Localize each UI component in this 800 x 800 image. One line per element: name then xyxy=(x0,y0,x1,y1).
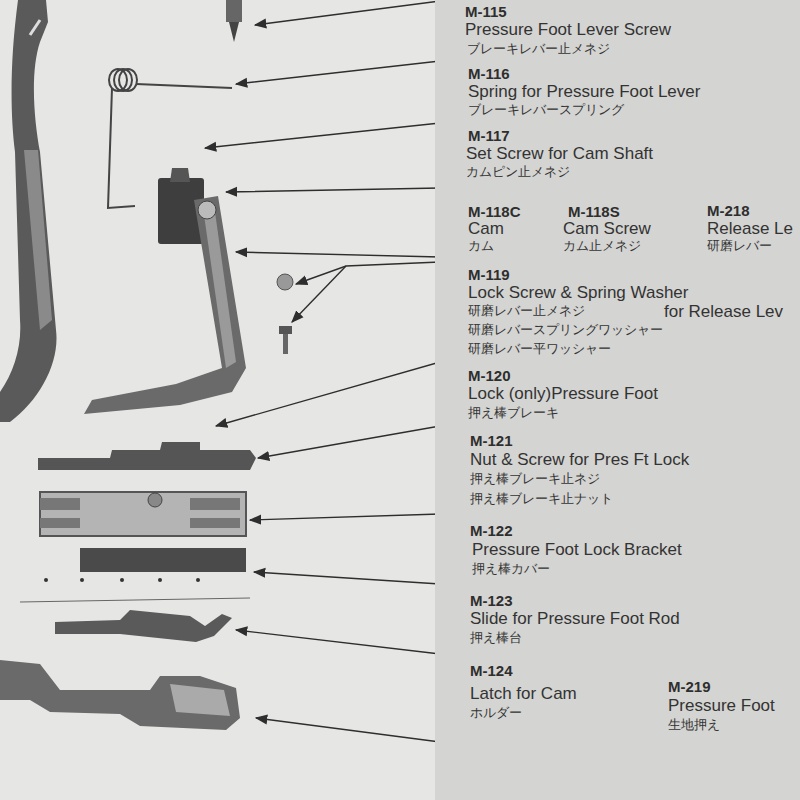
part-name: Nut & Screw for Pres Ft Lock xyxy=(470,450,689,470)
part-number: M-121 xyxy=(470,432,513,449)
parts-list-panel: M-115Pressure Foot Lever Screw ブレーキレバー止メネ… xyxy=(435,0,800,800)
japanese-part-name: ブレーキレバースプリング xyxy=(468,103,624,118)
part-number: M-119 xyxy=(468,266,510,283)
part-number: M-115 xyxy=(465,3,507,20)
part-number: M-116 xyxy=(468,65,510,82)
japanese-part-name: カム止メネジ xyxy=(563,239,641,254)
part-name: Pressure Foot Lever Screw xyxy=(465,20,671,40)
japanese-part-name: 押え棒ブレーキ止ネジ xyxy=(470,472,600,487)
part-number: M-117 xyxy=(468,127,510,144)
japanese-part-name: 押え棒ブレーキ xyxy=(468,406,559,421)
edge-line xyxy=(20,598,250,602)
slide-part xyxy=(55,610,232,642)
part-name: Lock Screw & Spring Washer xyxy=(468,283,688,303)
part-name: for Release Lev xyxy=(664,302,783,322)
bracket-slot xyxy=(190,498,240,510)
release-lever-part xyxy=(84,196,246,414)
part-number: M-123 xyxy=(470,592,513,609)
japanese-part-name: 研磨レバー止メネジ xyxy=(468,304,585,319)
part-name: Spring for Pressure Foot Lever xyxy=(468,82,700,102)
japanese-part-name: カム xyxy=(468,239,494,254)
screw-symbol xyxy=(283,334,288,354)
japanese-part-name: 押え棒台 xyxy=(470,631,522,646)
part-name: Slide for Pressure Foot Rod xyxy=(470,609,680,629)
bracket-slot xyxy=(190,518,240,528)
part-number: M-218 xyxy=(707,202,750,219)
part-number: M-118S xyxy=(568,203,620,220)
bracket-rivet xyxy=(148,493,162,507)
pivot-symbol xyxy=(198,201,216,219)
part-number: M-124 xyxy=(470,662,513,679)
lever-highlight xyxy=(204,212,236,368)
part-name: Lock (only)Pressure Foot xyxy=(468,384,658,404)
japanese-part-name: 研磨レバースプリングワッシャー xyxy=(468,323,663,338)
leader-line xyxy=(205,1,800,742)
part-name: Cam xyxy=(468,219,504,239)
washer-symbol xyxy=(277,274,293,290)
cover-part xyxy=(80,548,246,572)
japanese-part-name: 押え棒ブレーキ止ナット xyxy=(470,492,613,507)
part-number: M-120 xyxy=(468,367,511,384)
bracket-slot xyxy=(40,518,80,528)
part-number: M-118C xyxy=(468,203,521,220)
latch-part xyxy=(0,660,240,730)
screw-symbol xyxy=(229,22,239,42)
lever-highlight xyxy=(24,150,52,330)
part-name: Release Le xyxy=(707,219,793,239)
part-name: Cam Screw xyxy=(563,219,651,239)
japanese-part-name: 生地押え xyxy=(668,718,720,733)
japanese-part-name: カムピン止メネジ xyxy=(466,165,570,180)
cam-screw-symbol xyxy=(170,168,190,182)
lever-part xyxy=(0,0,57,422)
hole-dots xyxy=(44,578,200,582)
text-panel-ground xyxy=(435,0,800,800)
part-number: M-219 xyxy=(668,678,711,695)
part-name: Set Screw for Cam Shaft xyxy=(466,144,653,164)
japanese-part-name: ホルダー xyxy=(470,706,522,721)
japanese-part-name: 研磨レバー平ワッシャー xyxy=(468,342,611,357)
part-name: Pressure Foot Lock Bracket xyxy=(472,540,682,560)
lever-highlight xyxy=(30,20,40,35)
part-number: M-122 xyxy=(470,522,513,539)
japanese-part-name: 押え棒カバー xyxy=(472,562,550,577)
japanese-part-name: ブレーキレバー止メネジ xyxy=(467,42,610,57)
screw-symbol xyxy=(279,326,292,334)
screw-symbol xyxy=(226,0,242,22)
part-name: Latch for Cam xyxy=(470,684,577,704)
lock-part xyxy=(38,442,256,470)
bracket-slot xyxy=(40,498,80,510)
japanese-part-name: 研磨レバー xyxy=(707,239,772,254)
latch-highlight xyxy=(170,684,230,716)
bracket-part xyxy=(40,492,246,536)
part-name: Pressure Foot xyxy=(668,696,775,716)
